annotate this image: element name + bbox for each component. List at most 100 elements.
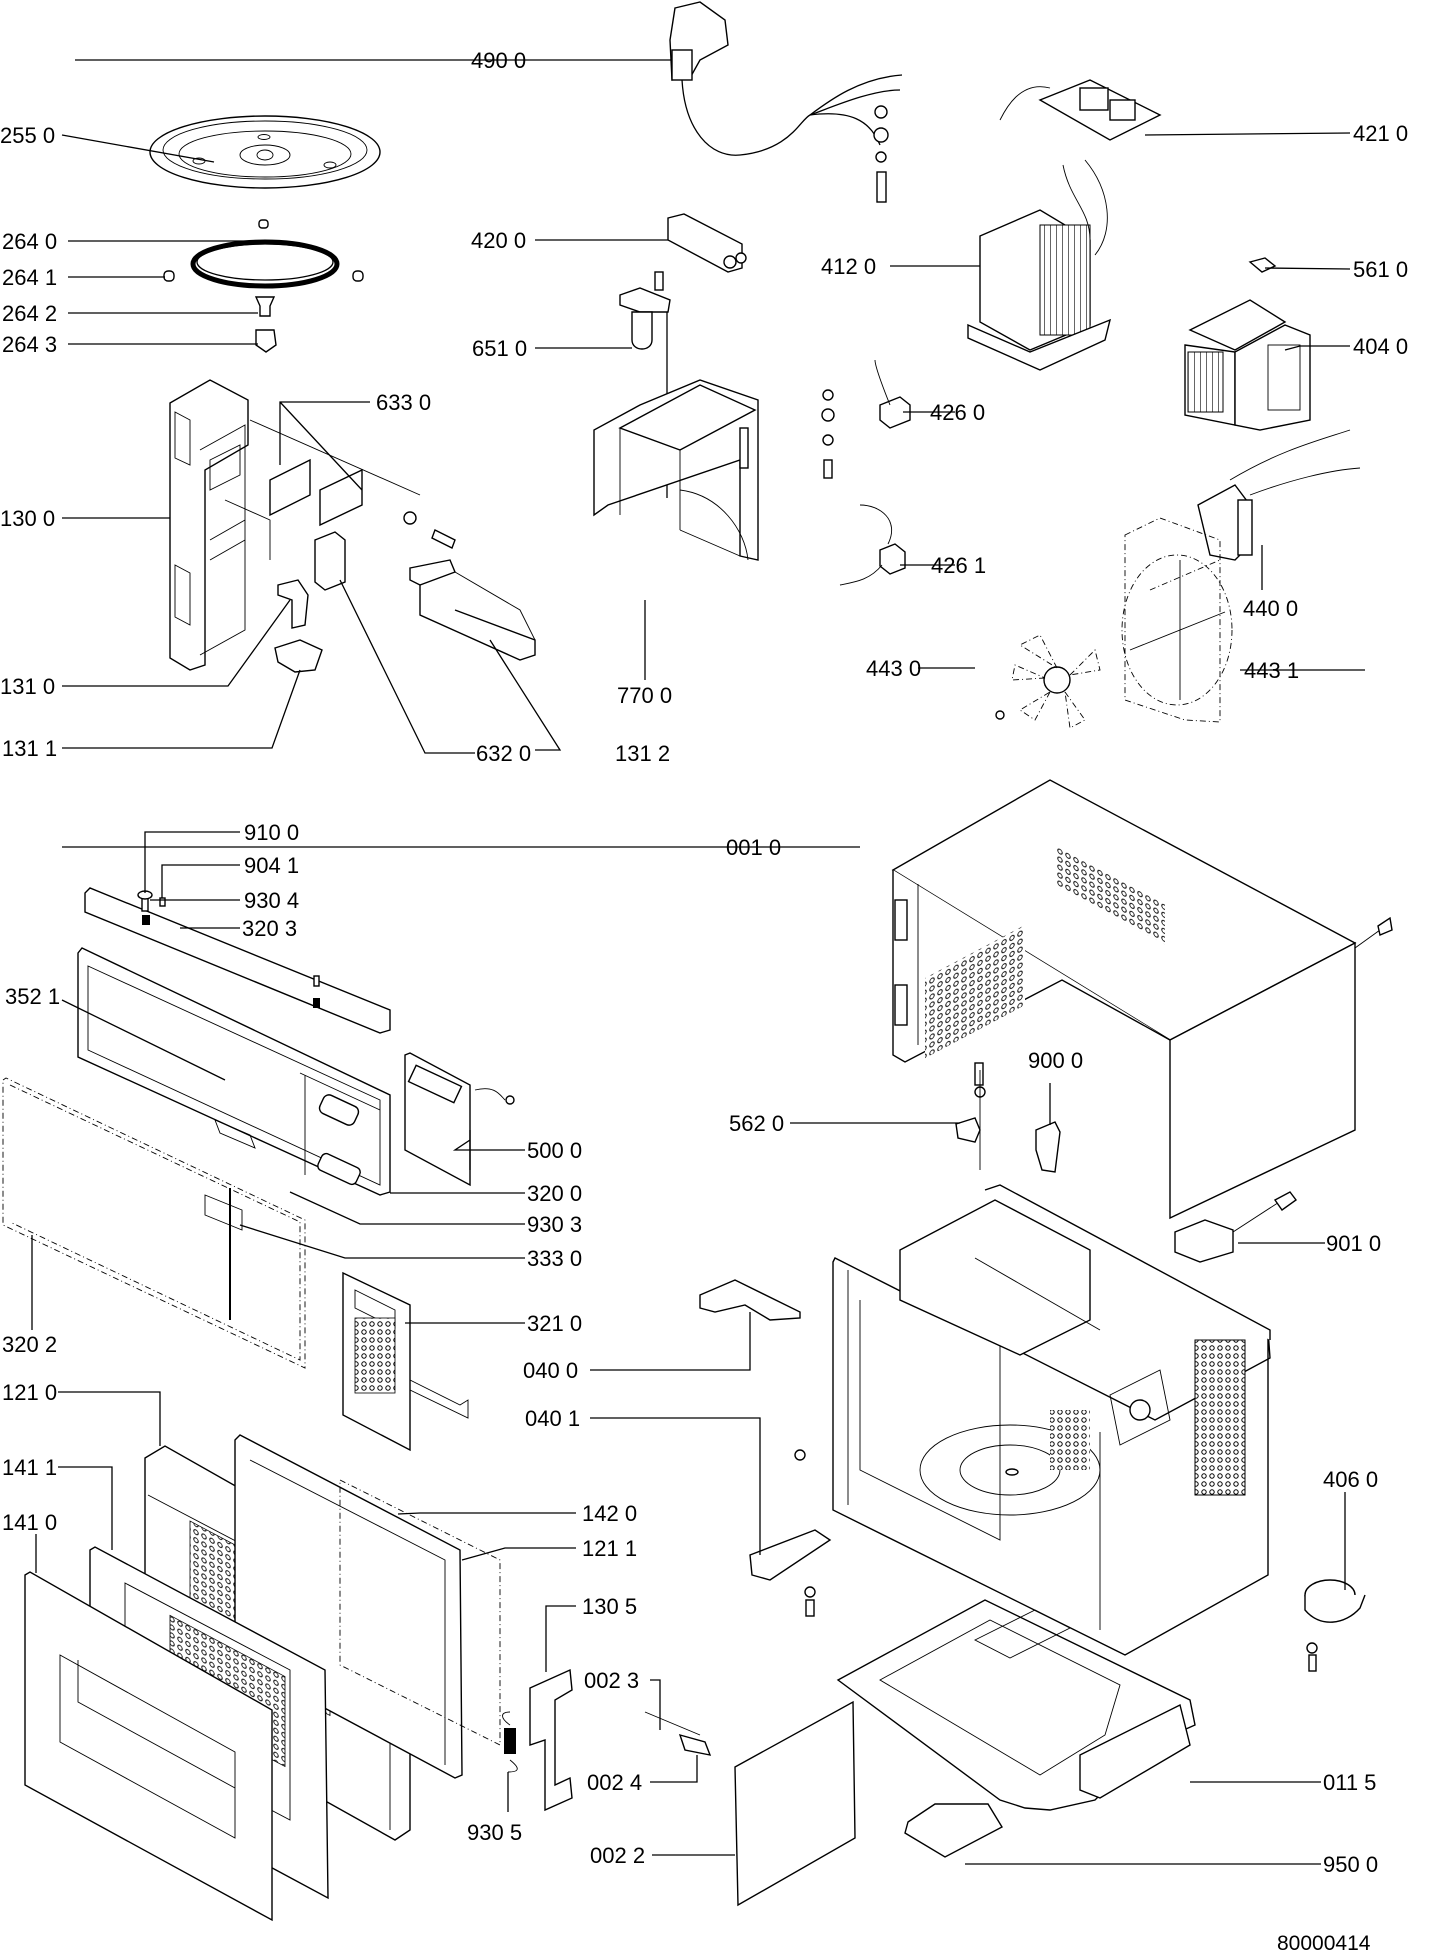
roller-wheel-left bbox=[163, 270, 175, 282]
callout-9000: 900 0 bbox=[1028, 1048, 1083, 1073]
thermal-cutout bbox=[1248, 257, 1277, 273]
leader-1411 bbox=[58, 1466, 113, 1550]
callout-5610: 561 0 bbox=[1353, 257, 1408, 282]
callout-2640: 264 0 bbox=[2, 229, 57, 254]
noise-filter-board bbox=[999, 79, 1162, 141]
lower-hinge bbox=[749, 1529, 832, 1617]
callout-9010: 901 0 bbox=[1326, 1231, 1381, 1256]
callout-2642: 264 2 bbox=[2, 301, 57, 326]
roller-wheel-right bbox=[352, 270, 364, 282]
callout-6330: 633 0 bbox=[376, 390, 431, 415]
hinge-clip bbox=[1035, 1121, 1061, 1173]
wire-lead-and-connector bbox=[644, 1711, 712, 1756]
power-cord bbox=[669, 1, 903, 203]
callout-0115: 011 5 bbox=[1323, 1770, 1376, 1795]
callout-3202: 320 2 bbox=[2, 1332, 57, 1357]
callout-4120: 412 0 bbox=[821, 254, 876, 279]
leader-0023 bbox=[650, 1679, 661, 1730]
leader-3521 bbox=[61, 999, 226, 1081]
callout-9041: 904 1 bbox=[244, 853, 299, 878]
leader-0024 bbox=[650, 1755, 698, 1783]
callout-0024: 002 4 bbox=[587, 1770, 642, 1795]
fan-shroud bbox=[1121, 517, 1233, 723]
latch-lever-lower bbox=[274, 639, 323, 673]
callout-1211: 121 1 bbox=[582, 1536, 637, 1561]
turntable-roller-ring bbox=[163, 219, 364, 289]
leader-4210 bbox=[1144, 132, 1351, 136]
leader-9100 bbox=[144, 831, 240, 893]
callout-0022: 002 2 bbox=[590, 1843, 645, 1868]
callout-2643: 264 3 bbox=[2, 332, 57, 357]
callout-1411: 141 1 bbox=[2, 1455, 57, 1480]
switch-bracket bbox=[409, 559, 536, 661]
callout-2641: 264 1 bbox=[2, 265, 57, 290]
callout-2550: 255 0 bbox=[0, 123, 55, 148]
callout-9100: 910 0 bbox=[244, 820, 299, 845]
hv-capacitor bbox=[667, 213, 747, 273]
leader-4040 bbox=[1284, 345, 1350, 351]
callout-3203: 320 3 bbox=[242, 916, 297, 941]
callout-3200: 320 0 bbox=[527, 1181, 582, 1206]
latch-lever bbox=[277, 579, 309, 629]
callout-6320: 632 0 bbox=[476, 741, 531, 766]
callout-9500: 950 0 bbox=[1323, 1852, 1378, 1877]
turntable-motor bbox=[1304, 1579, 1366, 1672]
leader-5000 bbox=[452, 1130, 525, 1170]
leader-1211 bbox=[461, 1547, 576, 1561]
leader-lines-lower bbox=[31, 831, 1346, 1865]
door-latch-housing bbox=[169, 379, 271, 671]
callout-1300: 130 0 bbox=[0, 506, 55, 531]
front-frame bbox=[77, 947, 391, 1196]
leader-0401 bbox=[590, 1417, 761, 1555]
leader-9303 bbox=[289, 1191, 525, 1225]
door-choke-cover bbox=[339, 1479, 501, 1746]
callout-4060: 406 0 bbox=[1323, 1467, 1378, 1492]
motor-cover bbox=[904, 1803, 1003, 1858]
control-board bbox=[404, 1052, 515, 1187]
callout-4431: 443 1 bbox=[1244, 658, 1299, 683]
thermostat bbox=[955, 1062, 986, 1170]
callout-5620: 562 0 bbox=[729, 1111, 784, 1136]
hv-diode bbox=[821, 359, 911, 479]
callout-1311: 131 1 bbox=[2, 736, 57, 761]
front-panel-cover bbox=[2, 1077, 306, 1369]
top-trim bbox=[84, 887, 391, 1034]
leader-1312 bbox=[489, 639, 562, 751]
callout-0400: 040 0 bbox=[523, 1358, 578, 1383]
door-outer-glass bbox=[24, 1571, 273, 1922]
leader-9041 bbox=[161, 864, 240, 898]
callout-1410: 141 0 bbox=[2, 1510, 57, 1535]
callout-4400: 440 0 bbox=[1243, 596, 1298, 621]
monitor-switch bbox=[314, 531, 346, 591]
callout-1310: 131 0 bbox=[0, 674, 55, 699]
leader-1210 bbox=[58, 1391, 161, 1446]
callout-1420: 142 0 bbox=[582, 1501, 637, 1526]
turntable-coupler bbox=[254, 296, 276, 317]
callout-4040: 404 0 bbox=[1353, 334, 1408, 359]
callout-6510: 651 0 bbox=[472, 336, 527, 361]
callout-4210: 421 0 bbox=[1353, 121, 1408, 146]
lamp bbox=[619, 271, 671, 350]
callout-7700: 770 0 bbox=[617, 683, 672, 708]
callout-5000: 500 0 bbox=[527, 1138, 582, 1163]
callout-0401: 040 1 bbox=[525, 1406, 580, 1431]
callout-0023: 002 3 bbox=[584, 1668, 639, 1693]
leader-3330 bbox=[239, 1224, 525, 1259]
oven-chassis bbox=[794, 1184, 1271, 1656]
magnetron bbox=[1184, 299, 1311, 431]
leader-6320 bbox=[339, 579, 475, 754]
callout-3210: 321 0 bbox=[527, 1311, 582, 1336]
hook-spring bbox=[502, 1711, 518, 1773]
leader-1420 bbox=[397, 1512, 576, 1515]
coupler-bushing bbox=[255, 329, 277, 353]
callout-1312: 131 2 bbox=[615, 741, 670, 766]
callout-1210: 121 0 bbox=[2, 1380, 57, 1405]
turntable-glass-plate bbox=[149, 115, 381, 189]
callout-9305: 930 5 bbox=[467, 1820, 522, 1845]
callout-4261: 426 1 bbox=[931, 553, 986, 578]
callout-9304: 930 4 bbox=[244, 888, 299, 913]
leader-0400 bbox=[590, 1312, 751, 1371]
callout-4260: 426 0 bbox=[930, 400, 985, 425]
callout-3330: 333 0 bbox=[527, 1246, 582, 1271]
